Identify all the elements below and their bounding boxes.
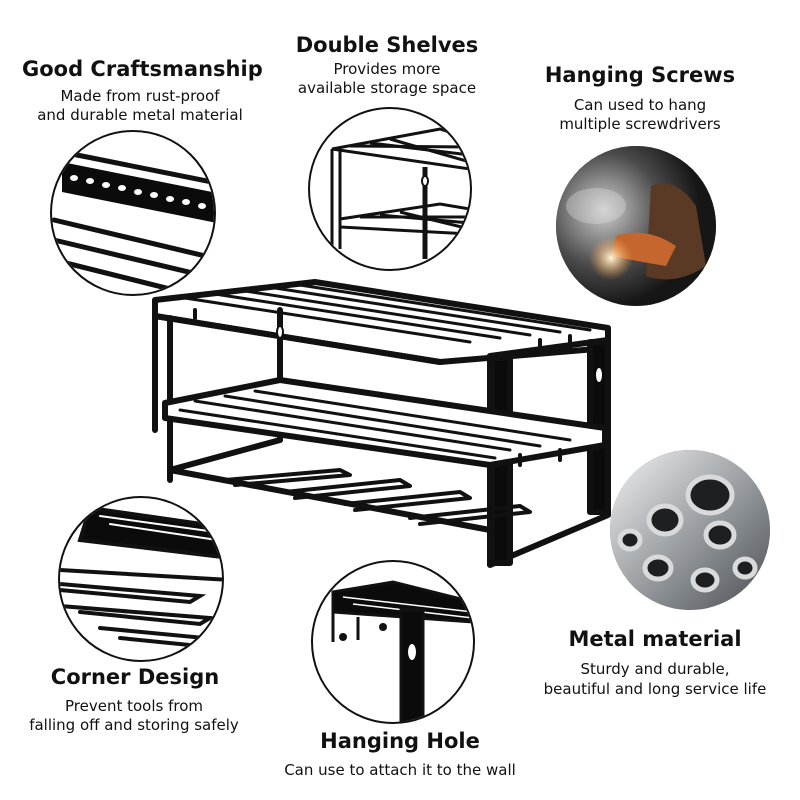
corner-design-title: Corner Design xyxy=(50,665,220,689)
double-shelves-title: Double Shelves xyxy=(295,33,479,57)
metal-tubes-photo-image xyxy=(610,450,770,610)
metal-material-line2: beautiful and long service life xyxy=(543,680,767,698)
craftsmanship-line2: and durable metal material xyxy=(37,106,243,124)
corner-design-closeup-image xyxy=(58,496,224,662)
corner-design-line2: falling off and storing safely xyxy=(29,716,239,734)
metal-material-title: Metal material xyxy=(568,627,742,651)
craftsmanship-closeup-image xyxy=(50,130,216,296)
double-shelves-closeup-image xyxy=(308,107,472,271)
metal-material-line1: Sturdy and durable, xyxy=(580,660,730,678)
welding-photo-image xyxy=(556,146,716,306)
craftsmanship-line1: Made from rust-proof xyxy=(60,87,220,105)
hanging-screws-line1: Can used to hang xyxy=(573,96,707,114)
hanging-screws-title: Hanging Screws xyxy=(544,63,736,87)
hanging-screws-line2: multiple screwdrivers xyxy=(559,115,721,133)
hanging-hole-closeup-image xyxy=(311,560,475,724)
double-shelves-line2: available storage space xyxy=(297,79,477,97)
craftsmanship-title: Good Craftsmanship xyxy=(22,57,263,81)
hanging-hole-line1: Can use to attach it to the wall xyxy=(284,761,516,779)
double-shelves-line1: Provides more xyxy=(333,60,441,78)
hanging-hole-title: Hanging Hole xyxy=(320,729,480,753)
corner-design-line1: Prevent tools from xyxy=(64,697,203,715)
wall-mount-tool-rack-image xyxy=(140,270,620,580)
